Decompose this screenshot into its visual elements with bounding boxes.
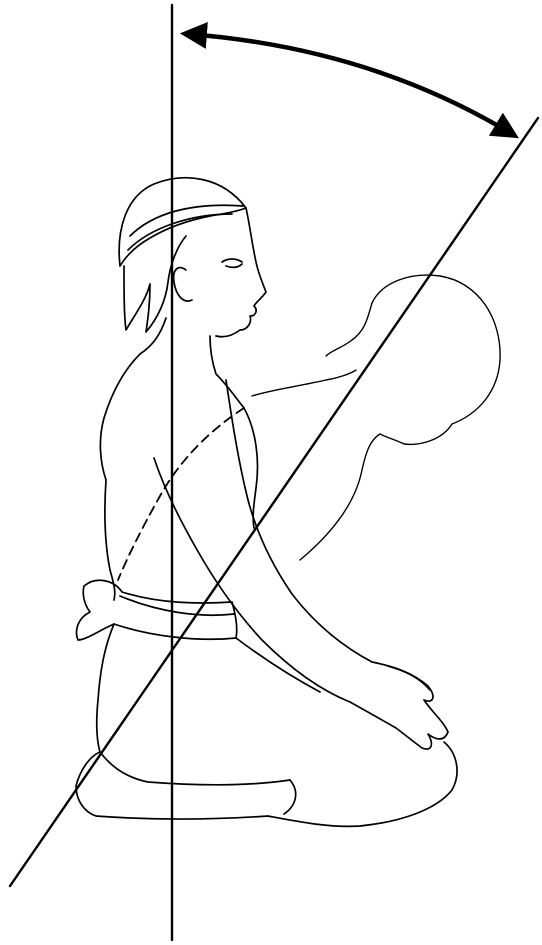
face-profile: [216, 208, 266, 337]
kneeling-figure: [76, 178, 457, 827]
back: [100, 354, 140, 600]
ear: [174, 268, 192, 301]
ghost-head: [372, 275, 500, 444]
head-cap: [119, 178, 246, 266]
foot: [100, 752, 290, 785]
tilted-axis-line: [10, 118, 538, 886]
spine-curve: [118, 408, 244, 580]
ghost-figure-bent-forward: [252, 275, 500, 560]
arm: [154, 458, 350, 702]
ghost-shoulder: [252, 370, 356, 396]
legs: [76, 624, 457, 826]
ghost-ear-shoulder: [300, 434, 380, 560]
ghost-face: [326, 303, 372, 356]
eye: [222, 259, 242, 262]
neck: [210, 336, 244, 408]
angle-arrow: [188, 34, 512, 134]
hand: [350, 662, 448, 749]
